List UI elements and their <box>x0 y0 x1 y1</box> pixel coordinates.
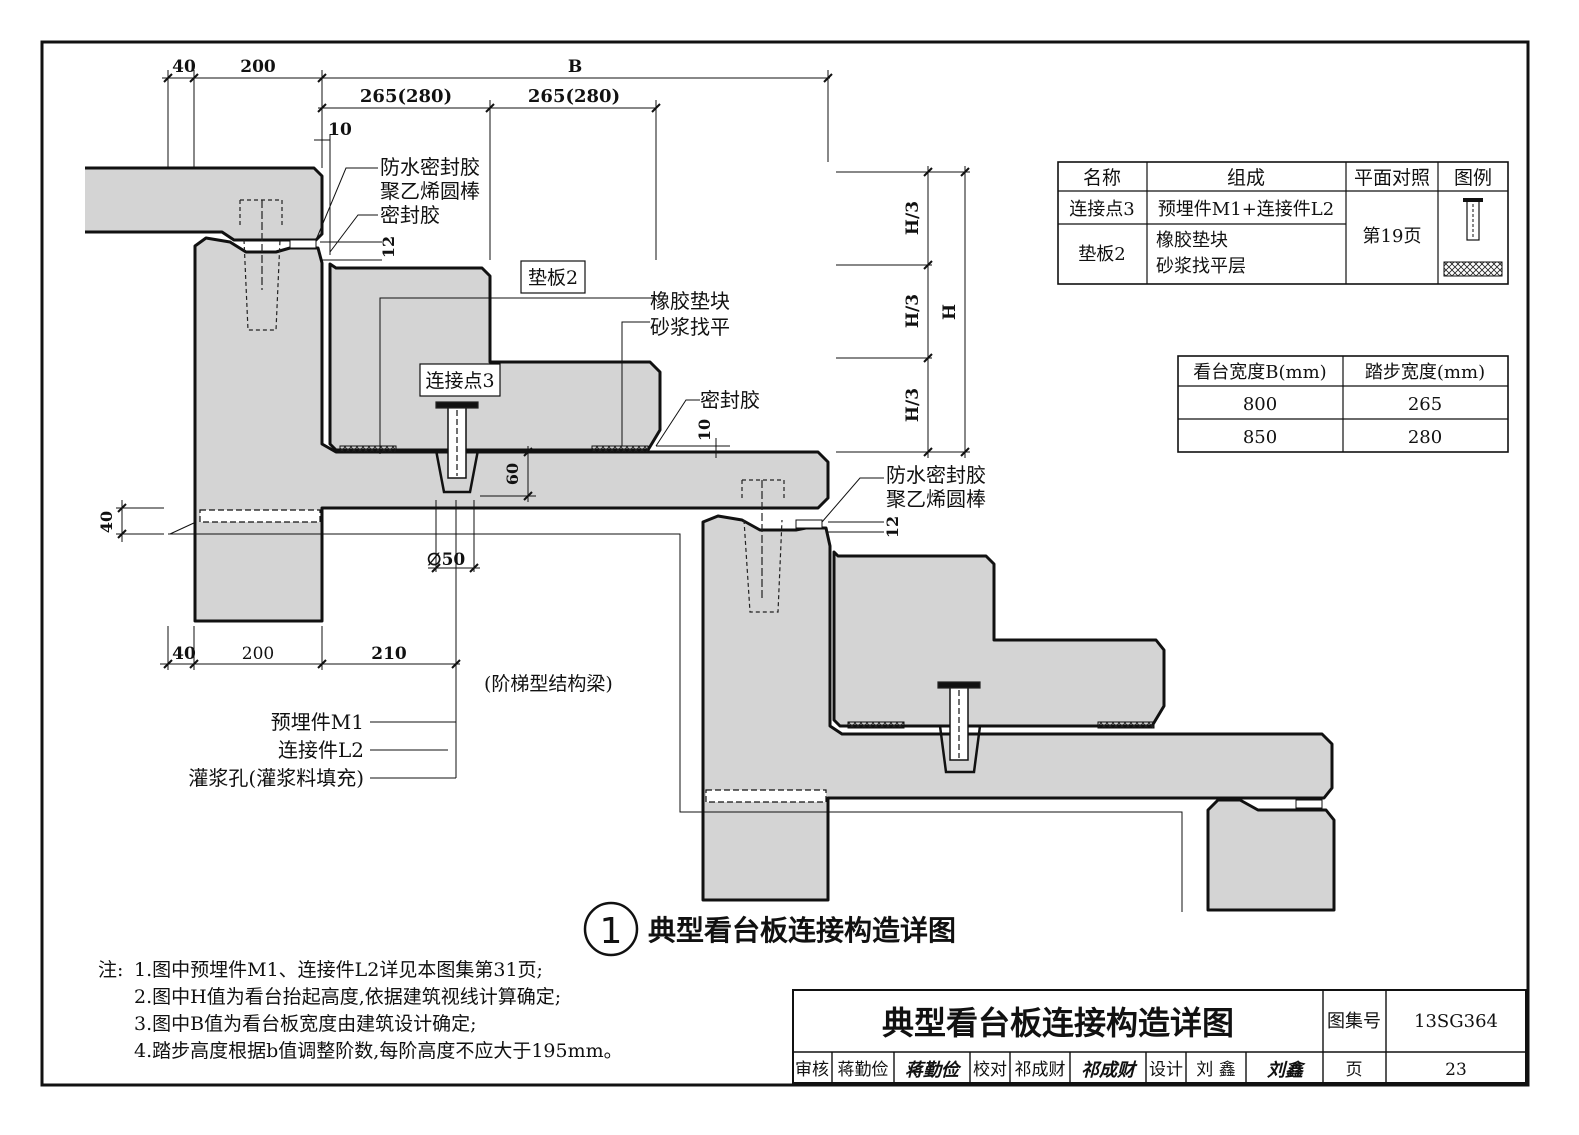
legend-header-name: 名称 <box>1083 167 1121 189</box>
width-row1-b: 800 <box>1243 394 1277 415</box>
sheet-border <box>40 40 1530 1087</box>
label-sealant-1: 密封胶 <box>380 203 440 227</box>
dim-h: H <box>940 304 960 320</box>
pad-hatch-symbol-icon <box>1443 261 1503 277</box>
upper-left-slab <box>85 166 324 242</box>
check-name: 祁成财 <box>1015 1060 1066 1080</box>
figure-number: 1 <box>600 911 623 952</box>
atlas-number: 13SG364 <box>1414 1011 1498 1032</box>
dimension-ticks <box>117 73 970 669</box>
check-signature: 祁成财 <box>1081 1060 1138 1081</box>
dim-top-10: 10 <box>328 120 352 140</box>
dim-bottom-200: 200 <box>242 644 274 664</box>
lower-riser-block <box>832 550 1166 728</box>
legend-row2-comp-b: 砂浆找平层 <box>1156 256 1246 277</box>
design-label: 设计 <box>1149 1060 1183 1080</box>
legend-header-legend: 图例 <box>1454 167 1492 189</box>
annotation-labels: 防水密封胶 聚乙烯圆棒 密封胶 垫板2 橡胶垫块 砂浆找平 连接点3 密封胶 防… <box>188 155 986 790</box>
design-name: 刘 鑫 <box>1196 1060 1235 1080</box>
label-embed-m1: 预埋件M1 <box>271 710 364 734</box>
note-4: 4.踏步高度根据b值调整阶数,每阶高度不应大于195mm。 <box>134 1040 623 1062</box>
note-3: 3.图中B值为看台板宽度由建筑设计确定; <box>134 1013 477 1035</box>
review-signature: 蒋勤俭 <box>905 1060 962 1081</box>
label-waterproof-sealant-2: 防水密封胶 <box>886 463 986 487</box>
legend-header-composition: 组成 <box>1227 167 1265 189</box>
label-connection-point-3: 连接点3 <box>425 370 494 392</box>
notes-prefix: 注: <box>98 959 123 981</box>
title-block: 典型看台板连接构造详图 图集号 13SG364 审核 蒋勤俭 蒋勤俭 校对 祁成… <box>792 989 1527 1084</box>
figure-title: 典型看台板连接构造详图 <box>648 914 956 947</box>
notes: 注: 1.图中预埋件M1、连接件L2详见本图集第31页; 2.图中H值为看台抬起… <box>98 959 623 1062</box>
label-grout-hole: 灌浆孔(灌浆料填充) <box>188 766 364 790</box>
legend-row2-name: 垫板2 <box>1078 244 1125 265</box>
width-table: 看台宽度B(mm) 踏步宽度(mm) 800 265 850 280 <box>1177 355 1509 453</box>
lower-right-block <box>1206 798 1336 912</box>
dim-12b: 12 <box>883 516 902 538</box>
note-1: 1.图中预埋件M1、连接件L2详见本图集第31页; <box>134 959 543 981</box>
label-pe-rod-1: 聚乙烯圆棒 <box>380 179 480 203</box>
upper-riser-block <box>328 262 662 452</box>
legend-row1-name: 连接点3 <box>1069 199 1134 220</box>
dim-top-40: 40 <box>172 57 196 77</box>
left-stepped-beam <box>193 236 830 623</box>
label-connector-l2: 连接件L2 <box>278 738 364 762</box>
right-stepped-beam <box>701 514 1334 902</box>
dimension-texts: 40 200 B 265(280) 265(280) 10 12 12 10 6… <box>97 57 960 664</box>
width-row2-step: 280 <box>1408 427 1442 448</box>
width-row1-step: 265 <box>1408 394 1442 415</box>
dim-h3-b: H/3 <box>903 294 923 328</box>
embedded-parts <box>199 199 982 803</box>
width-header-b: 看台宽度B(mm) <box>1193 362 1326 383</box>
page-label: 页 <box>1346 1060 1363 1080</box>
label-mortar-leveling: 砂浆找平 <box>650 315 730 339</box>
review-label: 审核 <box>795 1060 829 1080</box>
dim-top-200: 200 <box>240 57 276 77</box>
label-sealant-2: 密封胶 <box>700 388 760 412</box>
connection-symbol-icon <box>1463 198 1483 241</box>
dim-40-left: 40 <box>97 511 116 533</box>
legend-page-ref: 第19页 <box>1363 226 1422 247</box>
legend-row2-comp-a: 橡胶垫块 <box>1156 230 1228 251</box>
legend-table: 名称 组成 平面对照 图例 连接点3 预埋件M1+连接件L2 垫板2 橡胶垫块 … <box>1057 161 1509 285</box>
legend-row1-composition: 预埋件M1+连接件L2 <box>1158 199 1334 220</box>
dim-top-265a: 265(280) <box>360 86 452 107</box>
label-pad2: 垫板2 <box>528 267 578 289</box>
dim-top-265b: 265(280) <box>528 86 620 107</box>
dim-bottom-210: 210 <box>371 644 407 664</box>
label-rubber-pad: 橡胶垫块 <box>650 289 730 313</box>
atlas-label: 图集号 <box>1327 1011 1381 1032</box>
page-number: 23 <box>1445 1060 1467 1080</box>
dim-h3-c: H/3 <box>903 388 923 422</box>
check-label: 校对 <box>973 1060 1007 1080</box>
dim-60: 60 <box>503 463 522 485</box>
rubber-pads <box>339 445 1155 729</box>
concrete-bodies <box>85 166 1336 912</box>
width-header-step: 踏步宽度(mm) <box>1365 362 1485 383</box>
dim-bottom-40: 40 <box>172 644 196 664</box>
label-stepped-beam: (阶梯型结构梁) <box>484 673 613 695</box>
dim-12a: 12 <box>379 236 398 258</box>
design-signature: 刘鑫 <box>1267 1060 1306 1081</box>
dim-h3-a: H/3 <box>903 201 923 235</box>
width-row2-b: 850 <box>1243 427 1277 448</box>
dim-diameter-50: ∅50 <box>427 550 466 570</box>
title-block-title: 典型看台板连接构造详图 <box>882 1004 1234 1042</box>
joint-seals <box>289 239 1323 809</box>
figure-caption: 1 典型看台板连接构造详图 <box>583 901 956 957</box>
dim-top-b: B <box>568 57 582 77</box>
dim-10b: 10 <box>695 419 714 441</box>
label-waterproof-sealant-1: 防水密封胶 <box>380 155 480 179</box>
review-name: 蒋勤俭 <box>838 1060 889 1080</box>
label-pe-rod-2: 聚乙烯圆棒 <box>886 487 986 511</box>
note-2: 2.图中H值为看台抬起高度,依据建筑视线计算确定; <box>134 986 561 1008</box>
legend-header-plan-ref: 平面对照 <box>1354 167 1430 189</box>
